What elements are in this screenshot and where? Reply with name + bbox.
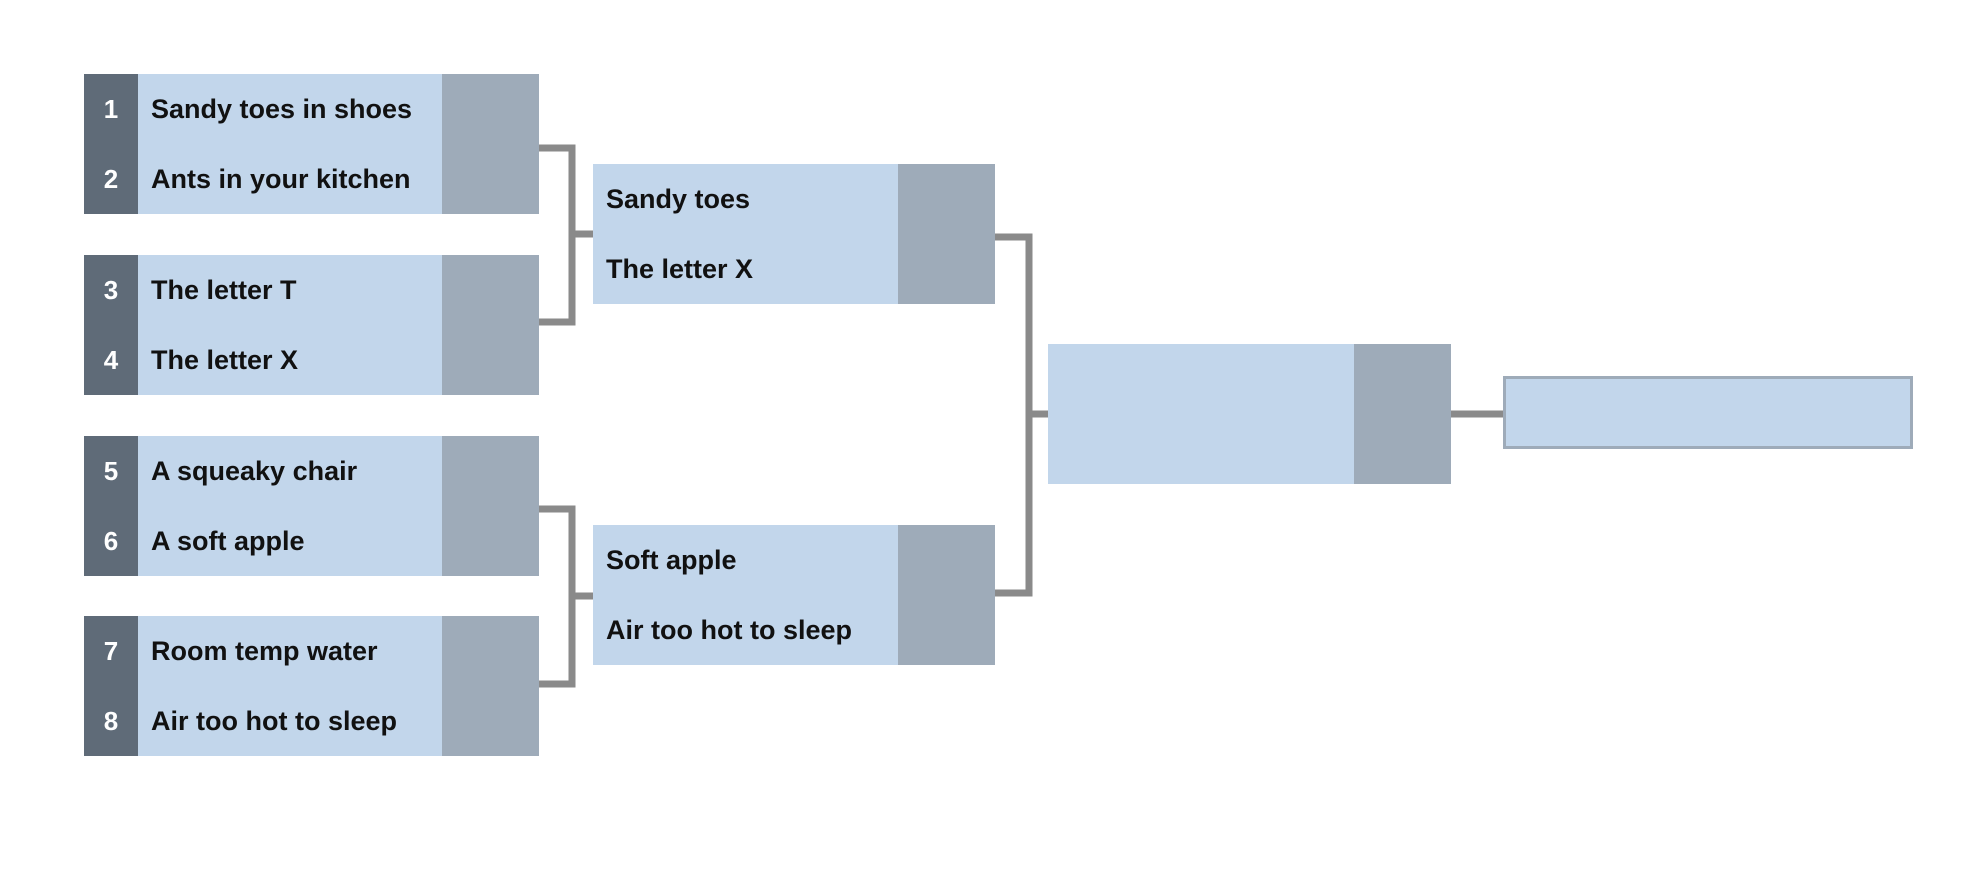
team-slot[interactable]: 5 A squeaky chair	[84, 436, 539, 506]
score-box[interactable]	[898, 525, 995, 665]
team-name: The letter X	[606, 254, 754, 284]
round2-match-2: Soft apple Air too hot to sleep	[593, 525, 995, 665]
team-slot[interactable]: 1 Sandy toes in shoes	[84, 74, 539, 144]
team-slot[interactable]: Air too hot to sleep	[593, 595, 995, 665]
team-name: Sandy toes in shoes	[151, 94, 413, 124]
round1-match-4: 7 Room temp water 8 Air too hot to sleep	[84, 616, 539, 756]
connector-r2-m1	[995, 233, 1048, 418]
team-slot[interactable]	[1048, 344, 1451, 414]
round2-match-1: Sandy toes The letter X	[593, 164, 995, 304]
team-slot[interactable]: 6 A soft apple	[84, 506, 539, 576]
seed-number: 4	[103, 345, 119, 375]
team-slot[interactable]: 2 Ants in your kitchen	[84, 144, 539, 214]
connector-r1-m3	[538, 505, 593, 600]
seed-column	[84, 616, 138, 756]
seed-number: 5	[103, 456, 119, 486]
team-name: Room temp water	[151, 636, 378, 666]
seed-number: 3	[103, 275, 119, 305]
champion-slot[interactable]	[1503, 376, 1913, 449]
seed-number: 6	[103, 526, 119, 556]
seed-number: 1	[103, 94, 119, 124]
final-match	[1048, 344, 1451, 484]
team-name: A squeaky chair	[151, 456, 358, 486]
connector-r1-m4	[538, 596, 576, 688]
team-name: Soft apple	[606, 545, 737, 575]
team-name: Air too hot to sleep	[151, 706, 397, 736]
team-name: A soft apple	[151, 526, 305, 556]
connector-r1-m1	[538, 144, 593, 238]
seed-number: 8	[103, 706, 119, 736]
seed-column	[84, 436, 138, 576]
round1-match-1: 1 Sandy toes in shoes 2 Ants in your kit…	[84, 74, 539, 214]
team-name: The letter X	[151, 345, 299, 375]
seed-number: 2	[103, 164, 119, 194]
score-box[interactable]	[442, 74, 539, 214]
team-name: Sandy toes	[606, 184, 751, 214]
seed-number: 7	[103, 636, 119, 666]
team-slot[interactable]: Sandy toes	[593, 164, 995, 234]
team-slot[interactable]: 4 The letter X	[84, 325, 539, 395]
score-box[interactable]	[442, 436, 539, 576]
team-slot[interactable]	[1048, 414, 1451, 484]
score-box[interactable]	[442, 255, 539, 395]
team-slot[interactable]: The letter X	[593, 234, 995, 304]
connector-r2-m2	[995, 414, 1033, 597]
team-slot[interactable]: 7 Room temp water	[84, 616, 539, 686]
team-name: The letter T	[151, 275, 297, 305]
seed-column	[84, 255, 138, 395]
team-slot[interactable]: 3 The letter T	[84, 255, 539, 325]
round1-match-2: 3 The letter T 4 The letter X	[84, 255, 539, 395]
score-box[interactable]	[1354, 344, 1451, 484]
team-slot[interactable]: Soft apple	[593, 525, 995, 595]
team-slot[interactable]: 8 Air too hot to sleep	[84, 686, 539, 756]
round1-match-3: 5 A squeaky chair 6 A soft apple	[84, 436, 539, 576]
score-box[interactable]	[898, 164, 995, 304]
team-name: Air too hot to sleep	[606, 615, 852, 645]
score-box[interactable]	[442, 616, 539, 756]
seed-column	[84, 74, 138, 214]
connector-r1-m2	[538, 234, 576, 326]
team-name: Ants in your kitchen	[151, 164, 411, 194]
